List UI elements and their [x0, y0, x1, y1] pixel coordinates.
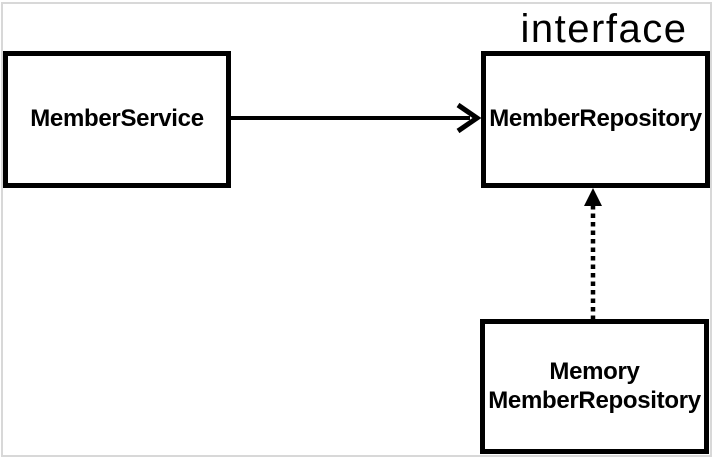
node-member-repository-label: MemberRepository — [489, 105, 702, 133]
edge-memorymemberrepository-to-memberrepository — [584, 188, 602, 320]
node-member-service: MemberService — [3, 51, 231, 188]
filled-triangle-arrowhead-icon — [584, 188, 602, 206]
node-memory-label-line1: Memory — [549, 357, 640, 385]
diagram-frame: interface MemberService MemberRepository… — [1, 2, 712, 457]
diagram-canvas: interface MemberService MemberRepository… — [3, 4, 710, 455]
edge-memberservice-to-memberrepository — [230, 102, 482, 134]
interface-stereotype-label: interface — [520, 7, 688, 51]
node-member-repository: MemberRepository — [481, 51, 710, 188]
open-chevron-arrowhead-icon — [456, 102, 482, 134]
node-memory-member-repository: Memory MemberRepository — [480, 319, 709, 454]
node-memory-label-line2: MemberRepository — [488, 386, 701, 414]
node-member-service-label: MemberService — [30, 105, 204, 133]
